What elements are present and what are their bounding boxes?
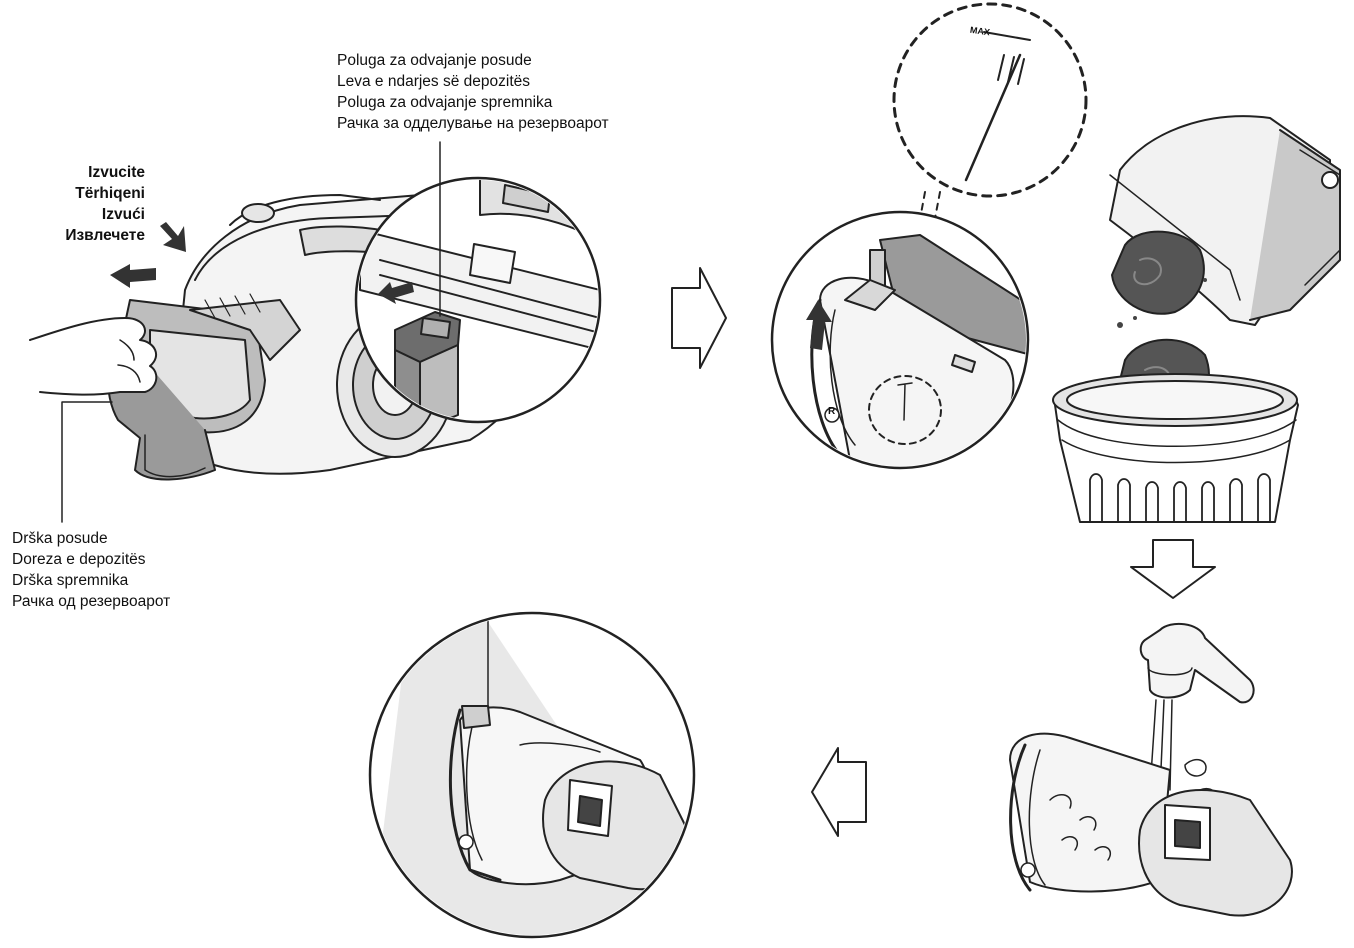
bin-detail-circle	[770, 210, 1030, 470]
pull-arrow-icon	[110, 264, 156, 288]
pull-callout: Izvucite Tërhiqeni Izvući Извлечете	[20, 162, 145, 246]
handle-callout: Drška posude Doreza e depozitës Drška sp…	[12, 528, 170, 612]
reassembly-detail-circle	[368, 611, 696, 939]
handle-callout-line	[61, 401, 113, 523]
lever-callout-line-4: Рачка за одделување на резервоарот	[337, 115, 609, 132]
lift-arrow-icon	[806, 300, 832, 350]
hand	[29, 317, 158, 396]
rinse-illustration	[1009, 622, 1293, 917]
pull-callout-line-1: Izvucite	[88, 164, 145, 181]
lever-callout-line-2: Leva e ndarjes së depozitës	[337, 73, 531, 90]
emptying-illustration	[1052, 115, 1341, 523]
release-arrow-icon	[378, 282, 414, 304]
lever-callout-line-1: Poluga za odvajanje posude	[337, 52, 532, 69]
step-arrow-left-icon	[811, 747, 867, 837]
pull-callout-line-4: Извлечете	[65, 227, 145, 244]
handle-callout-line-2: Doreza e depozitës	[12, 551, 146, 568]
handle-callout-line-3: Drška spremnika	[12, 572, 129, 589]
lever-zoom-detail	[354, 141, 602, 424]
step-arrow-down-icon	[1130, 539, 1216, 599]
pull-callout-line-2: Tërhiqeni	[75, 185, 145, 202]
pull-callout-line-3: Izvući	[101, 206, 145, 223]
lever-callout: Poluga za odvajanje posude Leva e ndarje…	[337, 50, 609, 134]
handle-callout-line-1: Drška posude	[12, 530, 108, 547]
handle-callout-line-4: Рачка од резервоарот	[12, 593, 171, 610]
dust-clump	[1111, 230, 1205, 315]
push-arrow-icon	[160, 222, 186, 252]
step-arrow-right-icon	[671, 267, 727, 369]
faucet	[1139, 622, 1255, 704]
brand-mark-label: R	[828, 406, 836, 417]
lever-callout-line-3: Poluga za odvajanje spremnika	[337, 94, 553, 111]
